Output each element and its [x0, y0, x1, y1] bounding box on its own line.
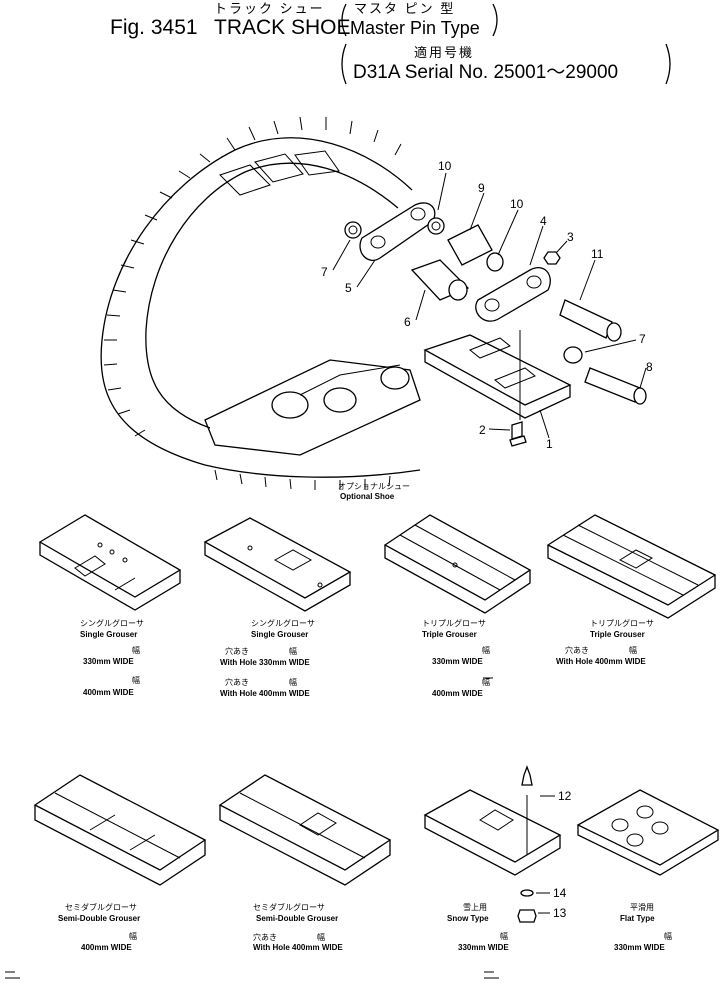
- variant-name: Single Grouser: [251, 630, 309, 639]
- variant-name: Triple Grouser: [590, 630, 645, 639]
- callout-3: 3: [567, 230, 574, 244]
- variant-name: Snow Type: [447, 914, 489, 923]
- width-spec: 400mm WIDE: [81, 943, 132, 952]
- figure-number: Fig. 3451: [110, 16, 198, 39]
- master-link-left: [344, 202, 445, 261]
- variant-name: Flat Type: [620, 914, 655, 923]
- master-pins: [559, 299, 647, 405]
- callout-10: 10: [438, 159, 452, 173]
- callout-5: 5: [345, 281, 352, 295]
- width-label-jp: 幅: [132, 676, 140, 685]
- callout-7b: 7: [639, 332, 646, 346]
- variant-name: Single Grouser: [80, 630, 138, 639]
- lower-track-assembly: [204, 359, 421, 456]
- callout-11: 11: [591, 247, 604, 261]
- pin-type: Master Pin Type: [350, 18, 480, 38]
- optional-shoe-label: Optional Shoe: [340, 492, 395, 501]
- callout-13: 13: [553, 906, 567, 920]
- shoe-drawing-flat-type: [576, 789, 720, 876]
- shoe-drawing-semi-double: [33, 774, 207, 886]
- variant-name-jp: 平滑用: [630, 903, 654, 912]
- width-label-jp: 幅: [664, 932, 672, 941]
- width-spec: 330mm WIDE: [458, 943, 509, 952]
- callout-7: 7: [321, 265, 328, 279]
- width-label-jp: 幅: [482, 646, 490, 655]
- variant-name-jp: セミダブルグローサ: [253, 903, 325, 912]
- width-spec: With Hole 330mm WIDE: [220, 658, 310, 667]
- variant-name-jp: セミダブルグローサ: [65, 903, 137, 912]
- width-label-jp: 幅: [129, 932, 137, 941]
- callout-14: 14: [553, 886, 567, 900]
- width-spec: 330mm WIDE: [83, 657, 134, 666]
- shoe-drawing-semi-double-hole: [218, 774, 392, 886]
- variant-name-jp: シングルグローサ: [251, 619, 315, 628]
- model-serial-range: D31A Serial No. 25001～29000: [353, 62, 619, 83]
- optional-shoe-label-jp: オプショナルシュー: [338, 482, 410, 491]
- callout-2: 2: [479, 423, 486, 437]
- hole-width-label-jp: 穴あき 幅: [565, 646, 637, 655]
- callout-6: 6: [404, 315, 411, 329]
- callout-9: 9: [478, 181, 485, 195]
- hole-width-label-jp: 穴あき 幅: [225, 678, 297, 687]
- variant-name: Semi-Double Grouser: [256, 914, 339, 923]
- callout-leaders: [332, 172, 647, 439]
- width-spec: 400mm WIDE: [83, 688, 134, 697]
- variant-name: Triple Grouser: [422, 630, 477, 639]
- callout-8: 8: [646, 360, 653, 374]
- variant-name-jp: トリプルグローサ: [590, 619, 654, 628]
- shoe-drawing-single-grouser-hole: [203, 517, 352, 612]
- width-spec: With Hole 400mm WIDE: [556, 657, 646, 666]
- callout-10b: 10: [510, 197, 524, 211]
- pin-and-bushing: [410, 224, 504, 301]
- width-spec: With Hole 400mm WIDE: [253, 943, 343, 952]
- width-label-jp: 幅: [132, 646, 140, 655]
- variant-name-jp: トリプルグローサ: [422, 619, 486, 628]
- callout-1: 1: [546, 437, 553, 451]
- width-spec: 330mm WIDE: [432, 657, 483, 666]
- applicable-model-jp: 適用号機: [414, 45, 475, 60]
- hole-width-label-jp: 穴あき 幅: [253, 933, 325, 942]
- track-chain-loop: [100, 116, 421, 490]
- shoe-drawing-triple-grouser: [383, 514, 532, 614]
- callout-4: 4: [540, 214, 547, 228]
- shoe-drawing-snow-type: [423, 765, 562, 923]
- width-spec: 330mm WIDE: [614, 943, 665, 952]
- pin-type-jp: マスタ ピン 型: [354, 1, 456, 16]
- variant-name: Semi-Double Grouser: [58, 914, 141, 923]
- width-spec: With Hole 400mm WIDE: [220, 689, 310, 698]
- width-label-jp: 幅: [500, 932, 508, 941]
- hole-width-label-jp: 穴あき 幅: [225, 647, 297, 656]
- figure-title-jp: トラック シュー: [214, 1, 325, 16]
- track-shoe-main: [423, 330, 572, 447]
- shoe-drawing-triple-grouser-hole: [546, 514, 717, 619]
- figure-title: TRACK SHOE: [214, 16, 351, 39]
- variant-name-jp: 雪上用: [463, 903, 487, 912]
- shoe-drawing-single-grouser: [38, 514, 182, 611]
- width-spec: 400mm WIDE: [432, 689, 483, 698]
- variant-name-jp: シングルグローサ: [80, 619, 144, 628]
- callout-12: 12: [558, 789, 572, 803]
- master-link-right: [475, 251, 561, 322]
- width-label-jp: 幅: [482, 678, 490, 687]
